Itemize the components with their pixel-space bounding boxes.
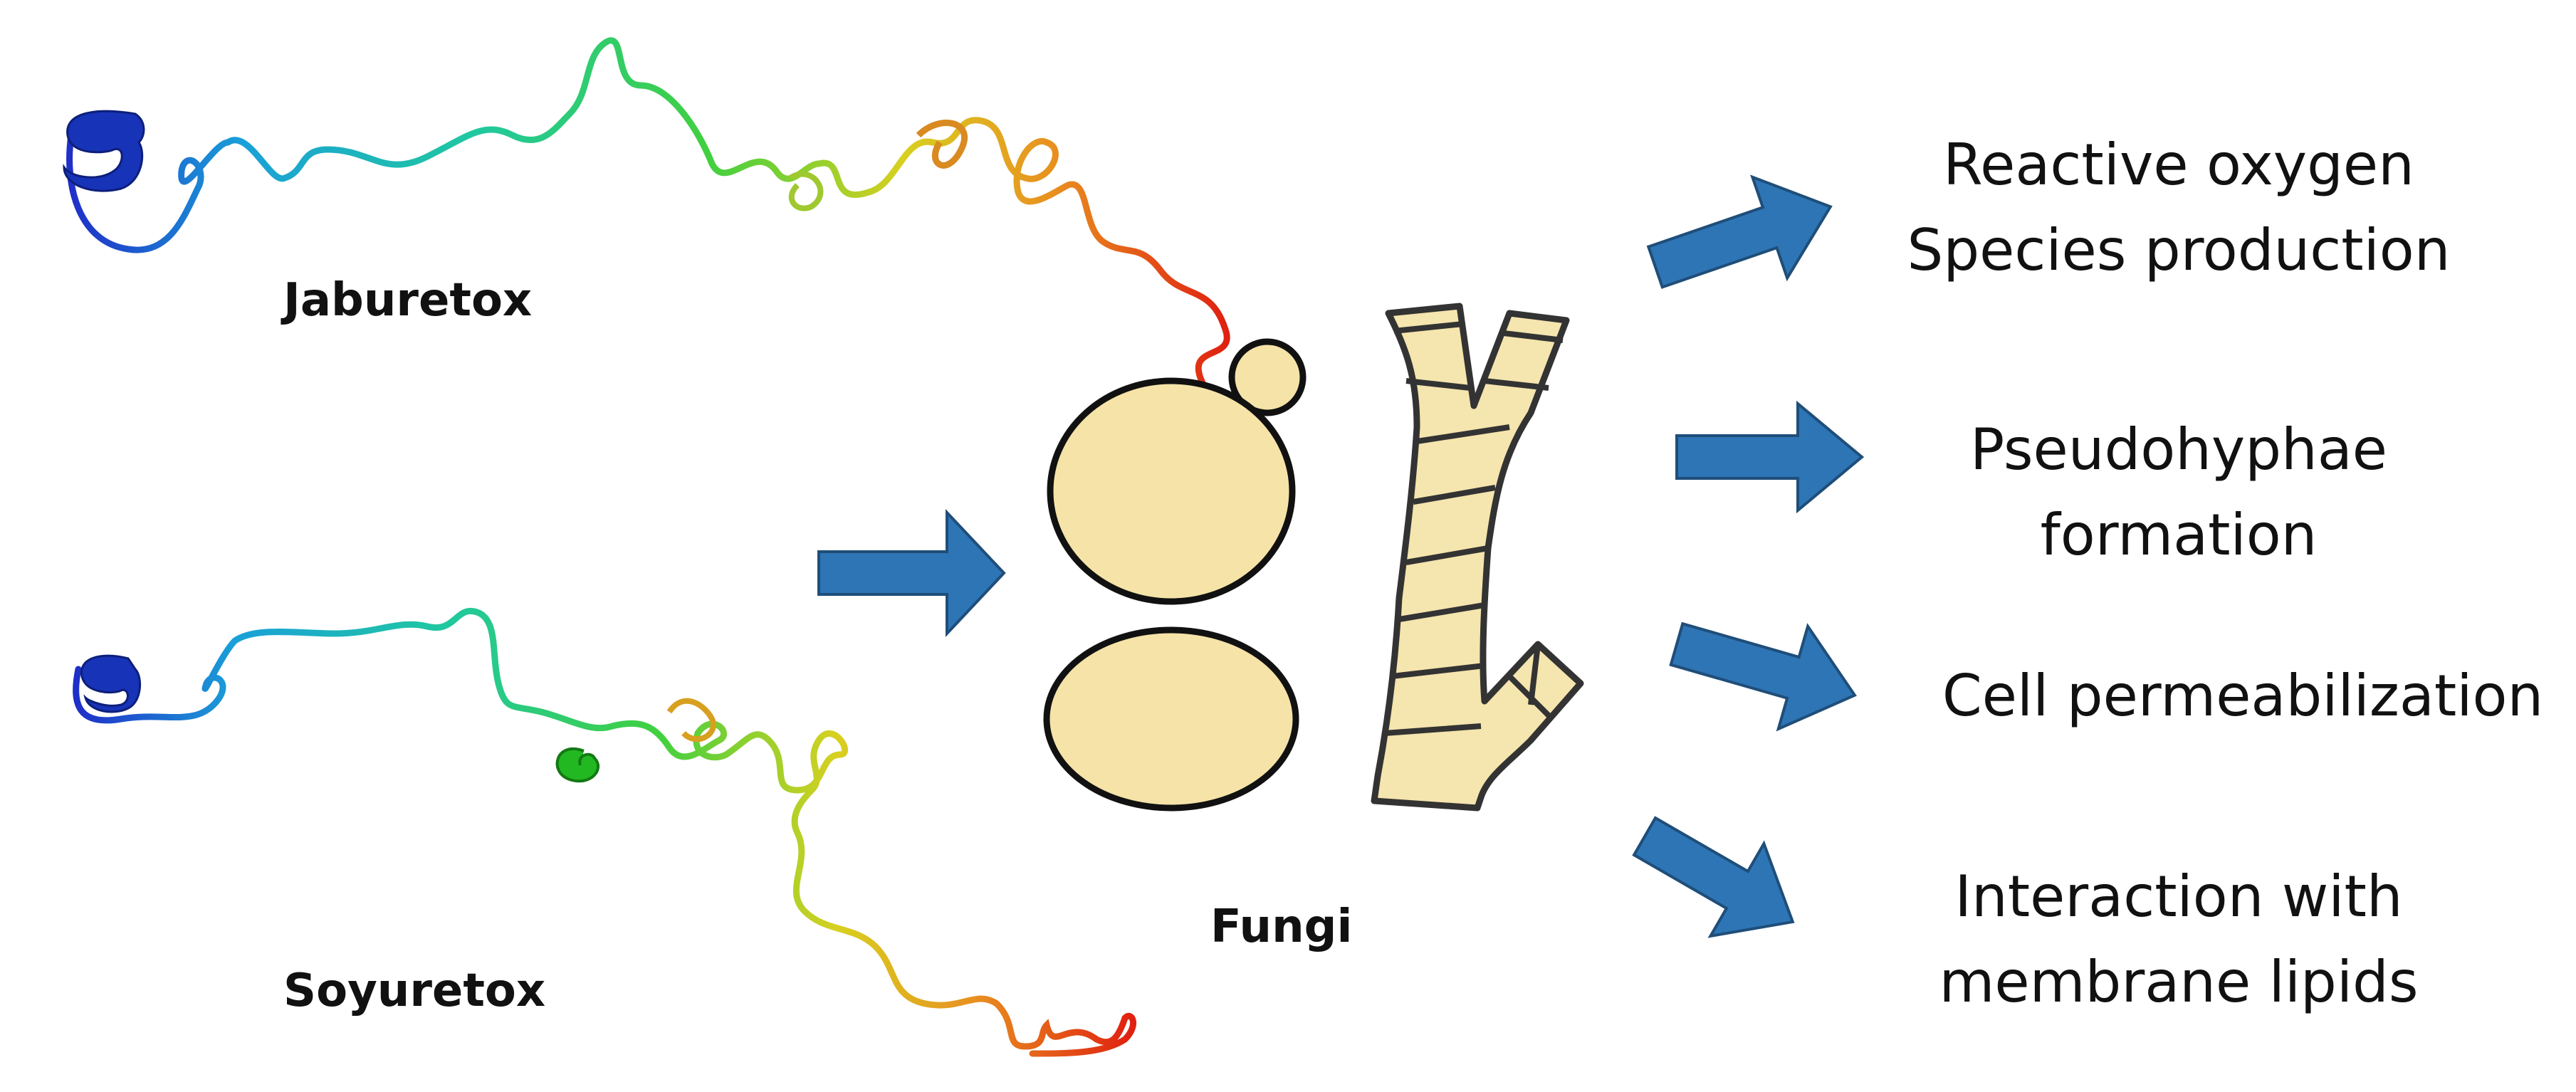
jaburetox-helix xyxy=(63,110,145,192)
soyuretox-green-helix xyxy=(555,747,600,783)
soyuretox-helix xyxy=(80,654,142,713)
hypha-septa xyxy=(1384,321,1564,736)
yeast-cell-budding xyxy=(1047,377,1296,605)
yeast-cells xyxy=(1043,338,1307,812)
soyuretox-label: Soyuretox xyxy=(283,965,546,1017)
jaburetox-loop xyxy=(916,120,968,169)
yeast-bud xyxy=(1228,338,1307,416)
yeast-cell xyxy=(1043,626,1299,812)
jaburetox-loop-2 xyxy=(788,171,824,211)
soyuretox-coil xyxy=(73,607,1137,1057)
effect-pseudohyphae-line2: formation xyxy=(2040,502,2318,568)
arrow-to-pseudohyphae xyxy=(1675,400,1865,514)
arrow-to-permeabilization xyxy=(1669,621,1857,732)
effect-lipids: Interaction with membrane lipids xyxy=(1865,854,2492,1025)
effect-lipids-line1: Interaction with xyxy=(1954,863,2403,930)
arrow-to-lipids xyxy=(1632,816,1795,938)
hypha-body xyxy=(1371,303,1584,812)
effect-permeabilization: Cell permeabilization xyxy=(1922,653,2563,739)
jaburetox-structure xyxy=(63,37,1230,459)
input-arrow xyxy=(817,508,1006,638)
effect-ros: Reactive oxygen Species production xyxy=(1865,122,2492,293)
effect-pseudohyphae-line1: Pseudohyphae xyxy=(1970,416,2387,483)
arrow-to-ros xyxy=(1646,174,1833,289)
soyuretox-loop xyxy=(666,698,716,742)
jaburetox-label: Jaburetox xyxy=(283,274,533,327)
effect-lipids-line2: membrane lipids xyxy=(1939,949,2419,1015)
effect-ros-line1: Reactive oxygen xyxy=(1943,132,2414,198)
effect-pseudohyphae: Pseudohyphae formation xyxy=(1865,407,2492,578)
fungi-label: Fungi xyxy=(1210,901,1353,953)
jaburetox-coil xyxy=(66,37,1230,459)
soyuretox-structure xyxy=(73,607,1137,1057)
effect-arrows xyxy=(1632,174,1865,938)
hypha xyxy=(1371,303,1584,812)
effect-ros-line2: Species production xyxy=(1907,217,2451,283)
effect-permeabilization-line1: Cell permeabilization xyxy=(1942,663,2544,729)
